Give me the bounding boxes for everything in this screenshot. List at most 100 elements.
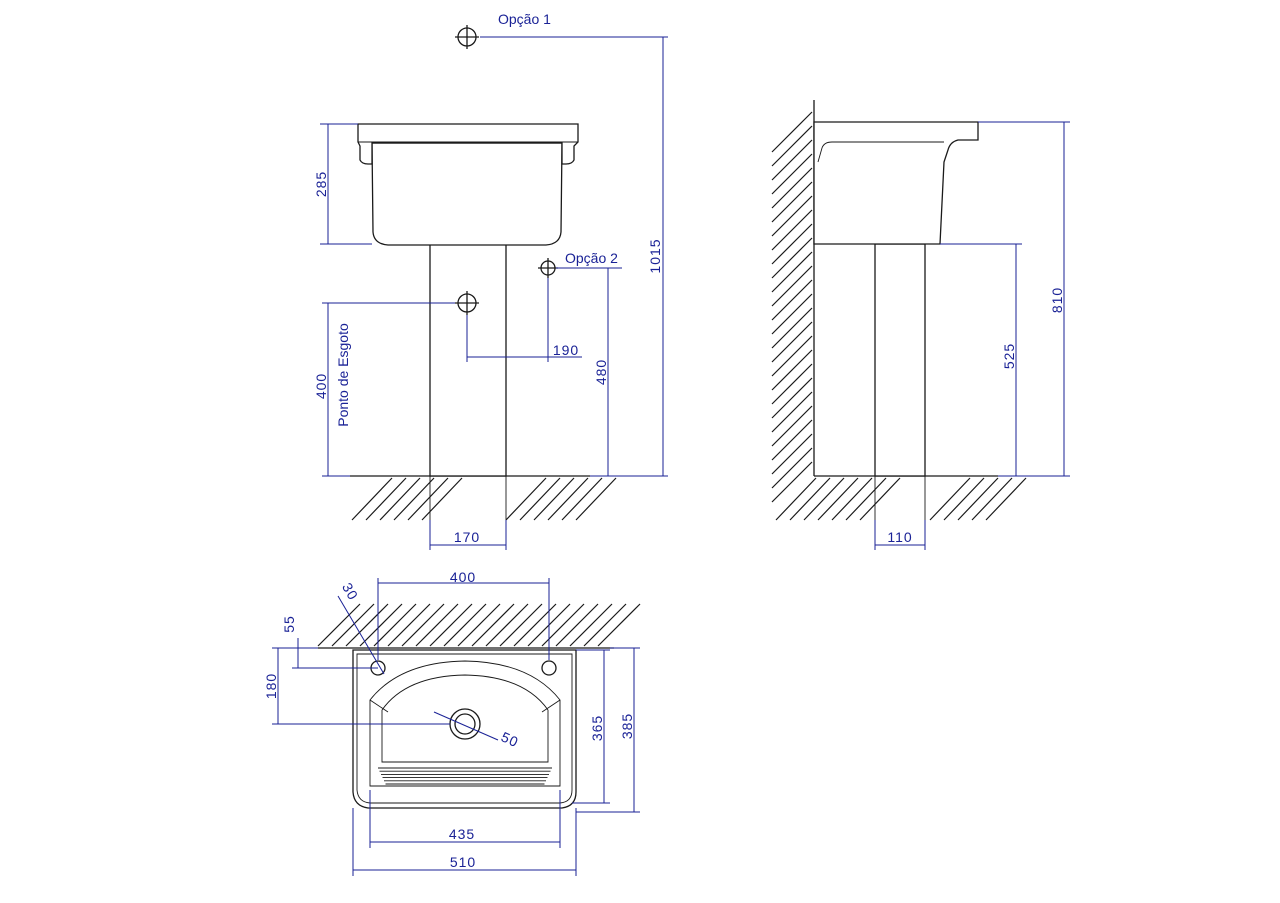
dim-top-drain-offset: 180 (263, 673, 279, 699)
hatch-line (373, 603, 417, 647)
front-pedestal (429, 243, 507, 477)
hatch-line (519, 477, 561, 521)
dim-top-inner-width: 435 (449, 826, 475, 842)
hatch-line (421, 477, 463, 521)
hatch-line (771, 307, 813, 349)
hatch-line (429, 603, 473, 647)
side-view: 810 525 110 (771, 100, 1070, 550)
hatch-line (971, 477, 1013, 521)
dim-side-total-height: 810 (1049, 287, 1065, 313)
front-basin (357, 123, 579, 246)
hatch-line (407, 477, 449, 521)
dim-front-opt2-height: 480 (593, 359, 609, 385)
dim-front-basin-height: 285 (313, 171, 329, 197)
hatch-line (803, 477, 845, 521)
hatch-line (845, 477, 887, 521)
front-dimensions: 285 1015 480 400 Ponto de Esgoto 190 (313, 11, 668, 550)
dim-top-wall-offset: 55 (281, 615, 297, 633)
hatch-line (771, 181, 813, 223)
dim-top-inner-depth: 365 (589, 715, 605, 741)
hatch-line (771, 461, 813, 503)
hatch-line (555, 603, 599, 647)
hatch-line (457, 603, 501, 647)
hatch-line (771, 405, 813, 447)
hatch-line (485, 603, 529, 647)
hatch-line (771, 209, 813, 251)
hatch-line (575, 477, 617, 521)
hatch-line (771, 363, 813, 405)
hatch-line (359, 603, 403, 647)
dim-top-outer-width: 510 (450, 854, 476, 870)
top-view: 400 30 55 180 50 365 385 (263, 569, 641, 876)
hatch-line (771, 153, 813, 195)
hatch-line (393, 477, 435, 521)
dim-top-drain-diameter: 50 (499, 729, 522, 751)
side-pedestal (874, 243, 926, 477)
top-basin (352, 649, 577, 809)
hatch-line (583, 603, 627, 647)
hatch-line (597, 603, 641, 647)
hatch-line (771, 447, 813, 489)
hatch-line (831, 477, 873, 521)
hatch-line (771, 125, 813, 167)
dim-side-pedestal-height: 525 (1001, 343, 1017, 369)
hatch-line (771, 293, 813, 335)
side-basin (813, 121, 979, 245)
hatch-line (443, 603, 487, 647)
label-drain-point: Ponto de Esgoto (335, 323, 351, 427)
drain-symbol (455, 291, 479, 315)
hatch-line (505, 477, 547, 521)
label-option2: Opção 2 (565, 250, 618, 266)
dim-front-drain-height: 400 (313, 373, 329, 399)
hatch-line (771, 279, 813, 321)
hatch-line (771, 433, 813, 475)
hatch-line (415, 603, 459, 647)
top-dimensions: 400 30 55 180 50 365 385 (263, 569, 640, 876)
hatch-line (859, 477, 901, 521)
hatch-line (387, 603, 431, 647)
option1-symbol (455, 25, 479, 49)
hatch-line (317, 603, 361, 647)
hatch-line (789, 477, 831, 521)
hatch-line (771, 237, 813, 279)
dim-front-opt2-offset: 190 (553, 342, 579, 358)
hatch-line (943, 477, 985, 521)
hatch-line (499, 603, 543, 647)
hatch-line (771, 167, 813, 209)
hatch-line (985, 477, 1027, 521)
hatch-line (345, 603, 389, 647)
dim-front-pedestal-width: 170 (454, 529, 480, 545)
hatch-line (401, 603, 445, 647)
hatch-line (365, 477, 407, 521)
hatch-line (817, 477, 859, 521)
hatch-line (379, 477, 421, 521)
hatch-line (569, 603, 613, 647)
label-option1: Opção 1 (498, 11, 551, 27)
hatch-line (771, 111, 813, 153)
top-wall (317, 603, 641, 649)
hatch-line (775, 477, 817, 521)
hatch-line (771, 223, 813, 265)
hatch-line (957, 477, 999, 521)
hatch-line (771, 251, 813, 293)
hatch-line (533, 477, 575, 521)
option2-symbol (538, 258, 558, 278)
side-dimensions: 810 525 110 (874, 121, 1070, 550)
hatch-line (771, 321, 813, 363)
dim-top-hole-diameter: 30 (339, 580, 362, 603)
front-view: 285 1015 480 400 Ponto de Esgoto 190 (313, 11, 668, 550)
side-wall (771, 100, 1027, 521)
hatch-line (547, 477, 589, 521)
dim-top-holes-spacing: 400 (450, 569, 476, 585)
hatch-line (771, 349, 813, 391)
hatch-line (771, 335, 813, 377)
dim-top-outer-depth: 385 (619, 713, 635, 739)
hatch-line (771, 265, 813, 307)
hatch-line (771, 419, 813, 461)
hatch-line (929, 477, 971, 521)
dim-front-total-height: 1015 (647, 238, 663, 273)
hatch-line (771, 139, 813, 181)
dim-side-pedestal-width: 110 (887, 529, 912, 545)
hatch-line (471, 603, 515, 647)
